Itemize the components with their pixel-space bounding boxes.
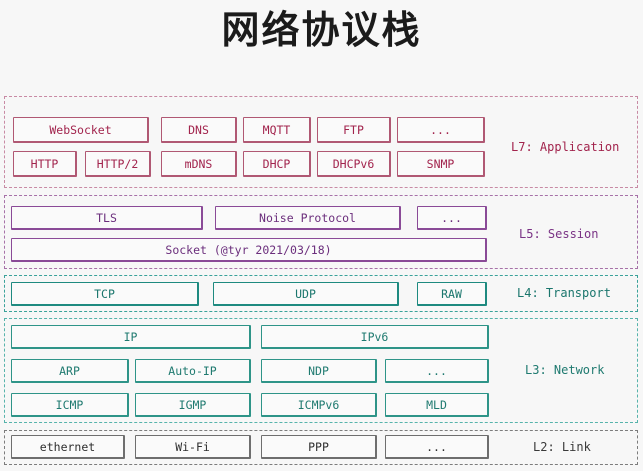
protocol-ftp: FTP bbox=[317, 117, 391, 143]
layer-network: IP IPv6 ARP Auto-IP NDP ... ICMP IGMP IC… bbox=[4, 318, 638, 423]
layer-label-network: L3: Network bbox=[525, 363, 605, 377]
protocol-more: ... bbox=[385, 359, 489, 383]
protocol-wifi: Wi-Fi bbox=[135, 435, 251, 459]
protocol-icmpv6: ICMPv6 bbox=[261, 393, 377, 417]
layer-transport: TCP UDP RAW L4: Transport bbox=[4, 275, 638, 312]
layer-application: WebSocket DNS MQTT FTP ... HTTP HTTP/2 m… bbox=[4, 96, 638, 188]
protocol-noise: Noise Protocol bbox=[215, 206, 401, 230]
protocol-more: ... bbox=[385, 435, 489, 459]
protocol-http2: HTTP/2 bbox=[85, 151, 151, 177]
protocol-ppp: PPP bbox=[261, 435, 377, 459]
layer-label-transport: L4: Transport bbox=[517, 286, 611, 300]
protocol-udp: UDP bbox=[213, 282, 399, 306]
layer-link: ethernet Wi-Fi PPP ... L2: Link bbox=[4, 430, 638, 465]
layer-session: TLS Noise Protocol ... Socket (@tyr 2021… bbox=[4, 195, 638, 269]
protocol-ipv6: IPv6 bbox=[261, 325, 489, 349]
protocol-websocket: WebSocket bbox=[13, 117, 149, 143]
socket-bar: Socket (@tyr 2021/03/18) bbox=[11, 238, 487, 262]
protocol-tls: TLS bbox=[11, 206, 203, 230]
protocol-http: HTTP bbox=[13, 151, 77, 177]
layer-label-session: L5: Session bbox=[519, 227, 599, 241]
protocol-ndp: NDP bbox=[261, 359, 377, 383]
layer-label-link: L2: Link bbox=[533, 440, 591, 454]
protocol-tcp: TCP bbox=[11, 282, 199, 306]
protocol-mld: MLD bbox=[385, 393, 489, 417]
protocol-raw: RAW bbox=[417, 282, 487, 306]
protocol-igmp: IGMP bbox=[135, 393, 251, 417]
protocol-arp: ARP bbox=[11, 359, 129, 383]
page-title: 网络协议栈 bbox=[221, 8, 422, 52]
protocol-ip: IP bbox=[11, 325, 251, 349]
protocol-mdns: mDNS bbox=[161, 151, 237, 177]
protocol-ethernet: ethernet bbox=[11, 435, 125, 459]
protocol-mqtt: MQTT bbox=[243, 117, 311, 143]
protocol-icmp: ICMP bbox=[11, 393, 129, 417]
protocol-auto-ip: Auto-IP bbox=[135, 359, 251, 383]
protocol-dhcp: DHCP bbox=[243, 151, 311, 177]
protocol-dns: DNS bbox=[161, 117, 237, 143]
protocol-more: ... bbox=[397, 117, 485, 143]
protocol-more: ... bbox=[417, 206, 487, 230]
protocol-snmp: SNMP bbox=[397, 151, 485, 177]
layer-label-application: L7: Application bbox=[511, 140, 620, 154]
protocol-dhcpv6: DHCPv6 bbox=[317, 151, 391, 177]
